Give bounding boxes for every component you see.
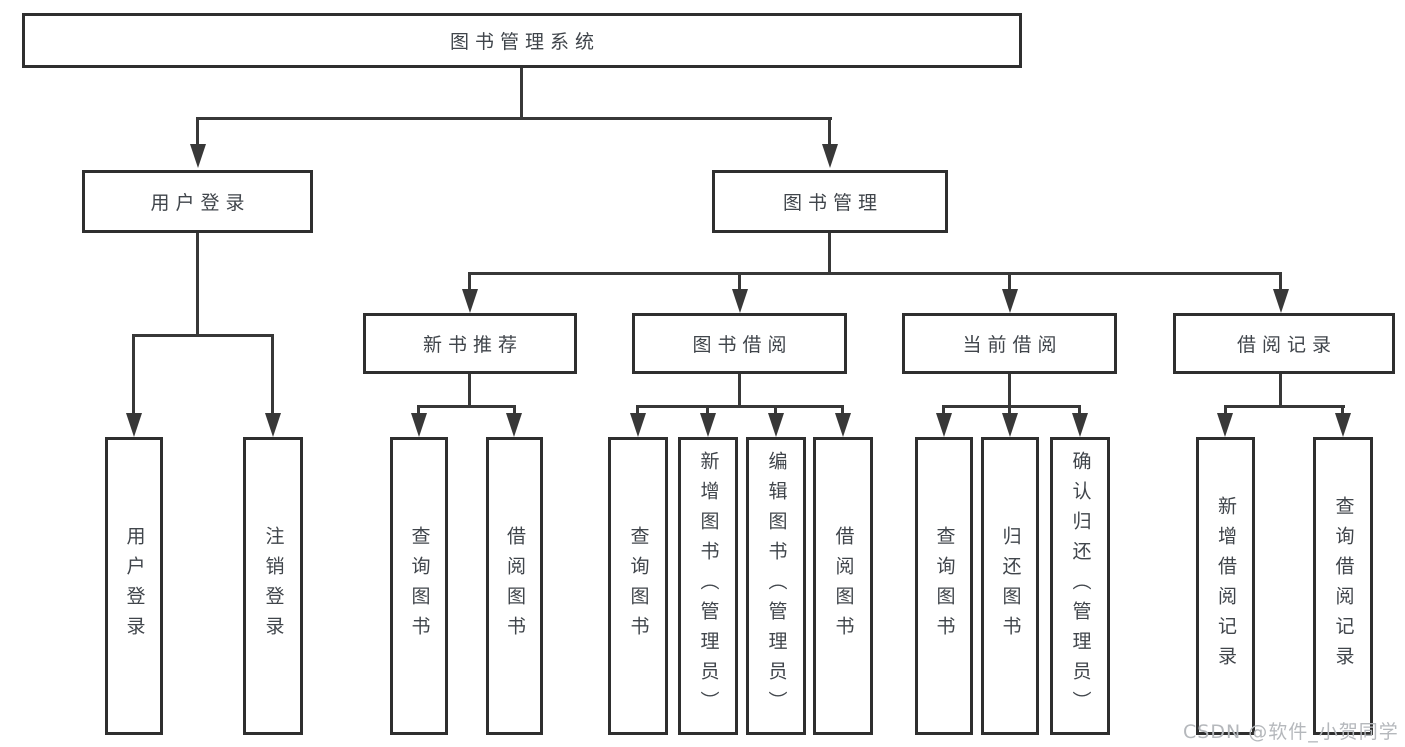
connector-line — [828, 233, 831, 275]
node-bb-add-label: 新增图书（管理员） — [697, 451, 720, 721]
arrow-down-icon — [1002, 413, 1018, 437]
connector-line — [271, 334, 274, 414]
connector-line — [1078, 405, 1081, 415]
connector-line — [1279, 272, 1282, 291]
connector-line — [417, 405, 516, 408]
arrow-down-icon — [265, 413, 281, 437]
connector-line — [1341, 405, 1344, 415]
connector-line — [1008, 405, 1011, 415]
node-borrow-record: 借阅记录 — [1173, 313, 1395, 374]
node-leaf-user-login-label: 用户登录 — [123, 526, 146, 646]
connector-line — [828, 117, 831, 146]
node-cb-return-label: 归还图书 — [999, 526, 1022, 646]
connector-line — [196, 117, 832, 120]
connector-line — [132, 334, 274, 337]
arrow-down-icon — [1072, 413, 1088, 437]
node-book-mgmt: 图书管理 — [712, 170, 948, 233]
connector-line — [636, 405, 844, 408]
arrow-down-icon — [1335, 413, 1351, 437]
node-nb-query: 查询图书 — [390, 437, 448, 735]
connector-line — [417, 405, 420, 415]
csdn-watermark: CSDN @软件_小贺同学 — [1183, 721, 1399, 743]
connector-line — [1008, 374, 1011, 408]
connector-line — [468, 272, 471, 291]
node-cb-query-label: 查询图书 — [933, 526, 956, 646]
node-root-label: 图书管理系统 — [449, 31, 600, 53]
connector-line — [132, 334, 135, 414]
node-br-query-label: 查询借阅记录 — [1332, 496, 1355, 676]
node-cb-confirm-label: 确认归还（管理员） — [1069, 451, 1092, 721]
node-leaf-logout: 注销登录 — [243, 437, 303, 735]
connector-line — [706, 405, 709, 415]
arrow-down-icon — [1002, 289, 1018, 313]
connector-line — [468, 272, 1282, 275]
arrow-down-icon — [506, 413, 522, 437]
node-cb-confirm: 确认归还（管理员） — [1050, 437, 1110, 735]
node-leaf-user-login: 用户登录 — [105, 437, 163, 735]
node-borrow-record-label: 借阅记录 — [1236, 334, 1337, 356]
connector-line — [1224, 405, 1345, 408]
connector-line — [513, 405, 516, 415]
arrow-down-icon — [768, 413, 784, 437]
node-nb-borrow-label: 借阅图书 — [504, 526, 526, 646]
node-bb-add: 新增图书（管理员） — [678, 437, 738, 735]
arrow-down-icon — [732, 289, 748, 313]
arrow-down-icon — [1273, 289, 1289, 313]
arrow-down-icon — [190, 144, 206, 168]
node-nb-query-label: 查询图书 — [408, 526, 431, 646]
connector-line — [636, 405, 639, 415]
node-current-borrow: 当前借阅 — [902, 313, 1117, 374]
node-br-add-label: 新增借阅记录 — [1215, 496, 1237, 676]
node-nb-borrow: 借阅图书 — [486, 437, 543, 735]
node-bb-borrow-label: 借阅图书 — [832, 526, 855, 646]
connector-line — [468, 374, 471, 408]
node-root: 图书管理系统 — [22, 13, 1022, 68]
node-cb-query: 查询图书 — [915, 437, 973, 735]
node-book-mgmt-label: 图书管理 — [782, 192, 883, 214]
node-cb-return: 归还图书 — [981, 437, 1039, 735]
connector-line — [738, 374, 741, 408]
node-br-add: 新增借阅记录 — [1196, 437, 1255, 735]
arrow-down-icon — [822, 144, 838, 168]
connector-line — [738, 272, 741, 291]
arrow-down-icon — [126, 413, 142, 437]
arrow-down-icon — [1217, 413, 1233, 437]
connector-line — [1008, 272, 1011, 291]
node-book-borrow: 图书借阅 — [632, 313, 847, 374]
node-bb-borrow: 借阅图书 — [813, 437, 873, 735]
node-user-login: 用户登录 — [82, 170, 313, 233]
arrow-down-icon — [462, 289, 478, 313]
node-bb-query: 查询图书 — [608, 437, 668, 735]
node-bb-edit: 编辑图书（管理员） — [746, 437, 806, 735]
node-bb-edit-label: 编辑图书（管理员） — [765, 451, 788, 721]
connector-line — [1279, 374, 1282, 408]
node-leaf-logout-label: 注销登录 — [262, 526, 285, 646]
node-bb-query-label: 查询图书 — [627, 526, 650, 646]
node-user-login-label: 用户登录 — [150, 192, 251, 214]
arrow-down-icon — [700, 413, 716, 437]
arrow-down-icon — [936, 413, 952, 437]
arrow-down-icon — [411, 413, 427, 437]
connector-line — [774, 405, 777, 415]
node-book-borrow-label: 图书借阅 — [692, 334, 793, 356]
connector-line — [942, 405, 1081, 408]
connector-line — [841, 405, 844, 415]
arrow-down-icon — [835, 413, 851, 437]
connector-line — [196, 233, 199, 336]
node-new-book-rec-label: 新书推荐 — [422, 334, 523, 356]
node-current-borrow-label: 当前借阅 — [962, 334, 1063, 356]
node-new-book-rec: 新书推荐 — [363, 313, 577, 374]
arrow-down-icon — [630, 413, 646, 437]
connector-line — [196, 117, 199, 146]
connector-line — [942, 405, 945, 415]
node-br-query: 查询借阅记录 — [1313, 437, 1373, 735]
connector-line — [520, 68, 523, 120]
connector-line — [1224, 405, 1227, 415]
